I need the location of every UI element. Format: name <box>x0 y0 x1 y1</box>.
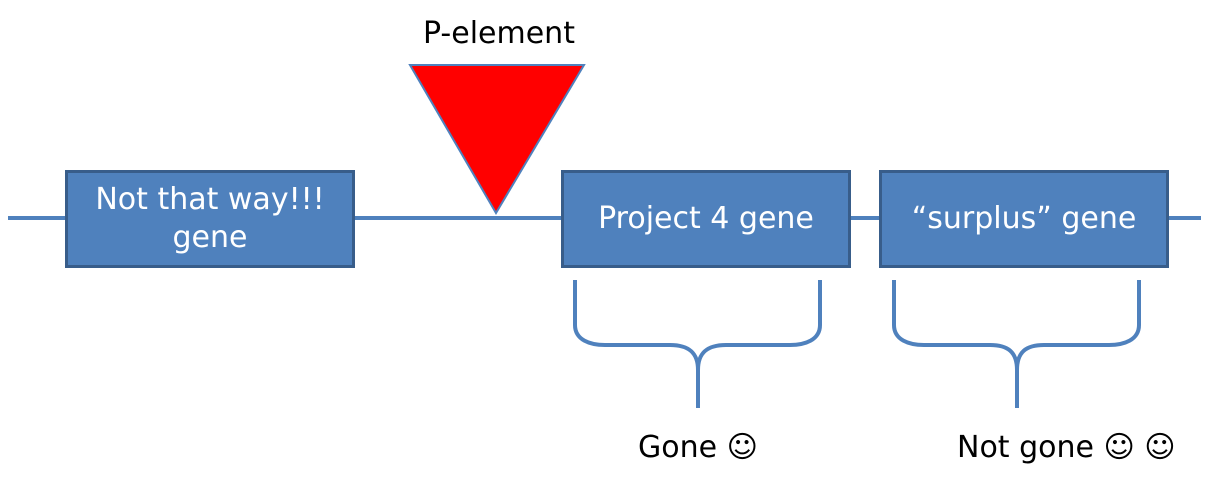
gene-label: Project 4 gene <box>598 201 814 236</box>
p-element-triangle-icon <box>408 64 586 215</box>
gene-label: “surplus” gene <box>911 201 1137 236</box>
curly-brace-icon-gone <box>573 280 822 408</box>
gene-box-not-that-way: Not that way!!! gene <box>65 170 355 268</box>
not-gone-label: Not gone ☺ ☺ <box>957 430 1176 465</box>
curly-brace-icon-not-gone <box>892 280 1141 408</box>
gene-label: Not that way!!! gene <box>95 182 325 255</box>
gene-box-project-4: Project 4 gene <box>561 170 851 268</box>
gone-label: Gone ☺ <box>638 430 758 465</box>
p-element-label: P-element <box>423 16 575 51</box>
gene-box-surplus: “surplus” gene <box>879 170 1169 268</box>
